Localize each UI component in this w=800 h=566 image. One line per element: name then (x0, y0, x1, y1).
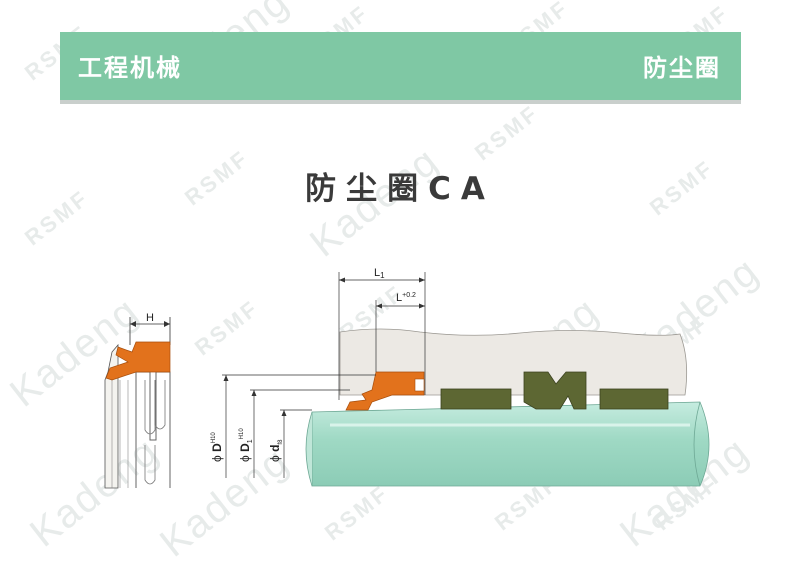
rod (311, 401, 710, 487)
installation-view (305, 328, 710, 487)
category-label: 工程机械 (78, 54, 182, 82)
housing-section (104, 343, 119, 489)
product-type-label: 防尘圈 (643, 54, 721, 82)
dim-label-groove-dia: ϕ D1H10 (238, 428, 254, 462)
dimension-arrows (223, 277, 425, 416)
housing-body (339, 328, 688, 396)
dim-label-bore: ϕ DH10 (210, 432, 224, 462)
seal-installation-diagram: H (104, 267, 710, 489)
rod-seal (523, 371, 587, 410)
dimensions (222, 272, 426, 478)
dim-label-l: L+0.2 (396, 292, 416, 304)
seal-cross-section: H (104, 312, 171, 489)
header-banner: 工程机械 防尘圈 (60, 32, 741, 104)
dim-label-h: H (146, 312, 154, 324)
wiper-seal-section (105, 341, 171, 381)
guide-ring (599, 388, 669, 410)
dim-label-rod: ϕ df8 (268, 439, 284, 462)
wiper-seal (345, 371, 425, 411)
product-title: 防尘圈CA (305, 171, 495, 207)
dim-label-l1: L1 (374, 267, 385, 280)
guide-ring (440, 388, 512, 410)
